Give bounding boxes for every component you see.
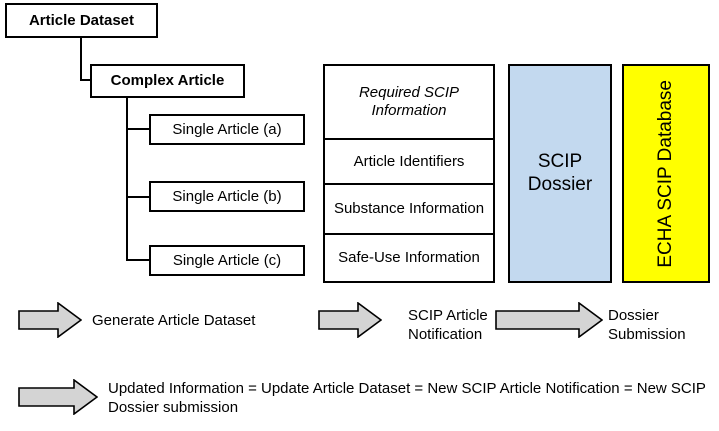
- echa-scip-database-box: ECHA SCIP Database: [622, 64, 710, 283]
- article-dataset-label: Article Dataset: [28, 11, 135, 29]
- complex-article-label: Complex Article: [110, 72, 225, 90]
- scip-article-notification-caption: SCIP Article Notification: [408, 307, 488, 344]
- updated-information-arrow-icon: [18, 379, 98, 415]
- connector-children-trunk: [126, 98, 128, 260]
- scip-table-row-substance-information: Substance Information: [325, 185, 493, 235]
- scip-article-notification-arrow-icon: [318, 302, 382, 338]
- connector-root-horizontal: [80, 79, 92, 81]
- single-article-b-label: Single Article (b): [172, 187, 282, 205]
- connector-child-c: [126, 259, 151, 261]
- scip-dossier-box: SCIP Dossier: [508, 64, 612, 283]
- echa-scip-database-label: ECHA SCIP Database: [654, 79, 676, 268]
- scip-table-row-safe-use-information: Safe-Use Information: [325, 235, 493, 281]
- single-article-b-box: Single Article (b): [149, 181, 305, 212]
- scip-row-label-1: Article Identifiers: [353, 152, 465, 170]
- generate-article-dataset-arrow-icon: [18, 302, 82, 338]
- complex-article-box: Complex Article: [90, 64, 245, 98]
- connector-root-vertical: [80, 38, 82, 81]
- single-article-a-label: Single Article (a): [172, 120, 282, 138]
- scip-table-header-label: Required SCIP Information: [358, 84, 460, 119]
- dossier-submission-caption: Dossier Submission: [608, 307, 686, 344]
- single-article-c-box: Single Article (c): [149, 245, 305, 276]
- dossier-submission-arrow-icon: [495, 302, 603, 338]
- article-dataset-box: Article Dataset: [5, 3, 158, 38]
- scip-row-label-2: Substance Information: [333, 200, 485, 217]
- single-article-a-box: Single Article (a): [149, 114, 305, 145]
- scip-row-label-3: Safe-Use Information: [338, 249, 480, 266]
- scip-table-row-article-identifiers: Article Identifiers: [325, 140, 493, 185]
- single-article-c-label: Single Article (c): [172, 251, 282, 269]
- generate-article-dataset-caption: Generate Article Dataset: [92, 312, 256, 329]
- connector-child-b: [126, 196, 151, 198]
- scip-table-header: Required SCIP Information: [325, 66, 493, 140]
- required-scip-information-table: Required SCIP Information Article Identi…: [323, 64, 495, 283]
- updated-information-caption: Updated Information = Update Article Dat…: [108, 380, 706, 417]
- connector-child-a: [126, 128, 151, 130]
- scip-dossier-label: SCIP Dossier: [527, 150, 593, 195]
